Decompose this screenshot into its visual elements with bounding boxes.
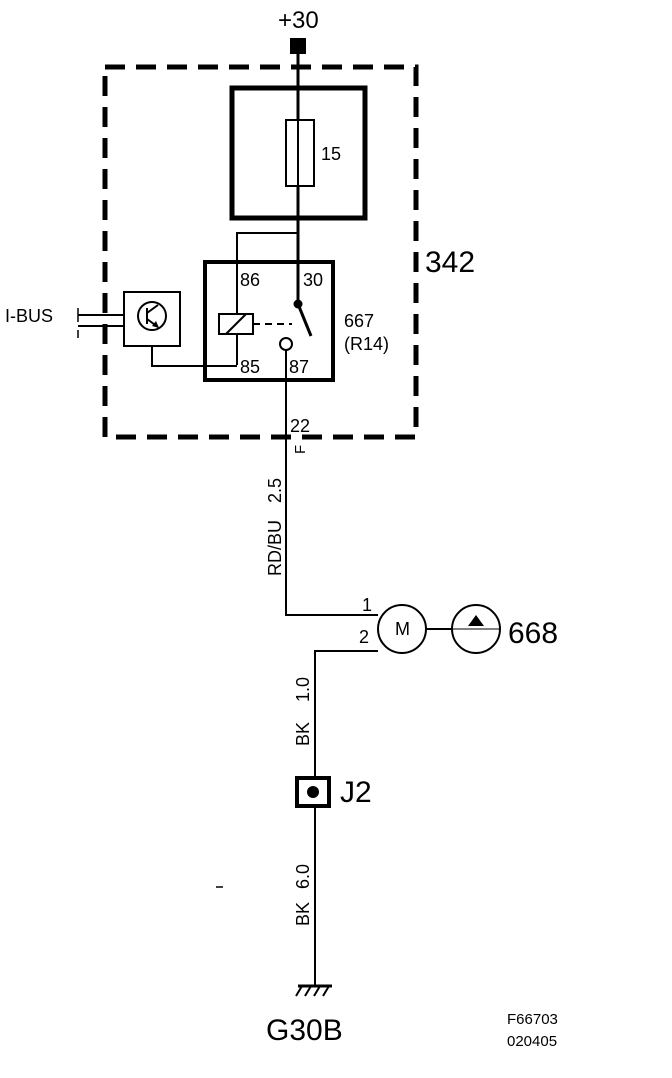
pin86-feed-wire (236, 232, 298, 334)
fuse-icon (285, 119, 315, 187)
wire-mid-size: 1.0 (293, 677, 313, 702)
junction-box (295, 776, 331, 808)
module-to-pin85-wire (151, 346, 237, 367)
figure-id: F66703 (507, 1011, 558, 1028)
junction-label: J2 (340, 776, 372, 809)
relay-box-342 (102, 64, 419, 440)
relay-coil-icon (218, 313, 292, 365)
wire-lower-color: BK (293, 902, 313, 926)
transistor-icon (137, 301, 167, 331)
pump-icon (451, 604, 501, 654)
relay-pin-87: 87 (289, 357, 309, 377)
relay-pin-85: 85 (240, 357, 260, 377)
fuse-holder (229, 85, 368, 221)
junction-dot (307, 786, 319, 798)
return-wire (314, 650, 378, 778)
relay-pin-30: 30 (303, 270, 323, 290)
date-code: 020405 (507, 1033, 557, 1050)
motor-pin-1: 1 (362, 595, 372, 615)
pump-label: 668 (508, 617, 558, 650)
relay-sublabel: (R14) (344, 334, 389, 354)
connector-pin: 22 (290, 416, 310, 436)
bus-label: I-BUS (5, 306, 53, 326)
relay-switch-icon (279, 299, 313, 351)
wire-upper-size: 2.5 (265, 478, 285, 503)
motor-symbol: M (395, 619, 410, 639)
supply-label: +30 (278, 7, 319, 34)
ground-label: G30B (266, 1014, 343, 1047)
ground-icon (295, 984, 332, 997)
relay-667-box (203, 260, 335, 382)
relay-label: 667 (344, 311, 374, 331)
wire-mid-color: BK (293, 722, 313, 746)
relay-pin-86: 86 (240, 270, 260, 290)
fuse-number: 15 (321, 144, 341, 164)
supply-terminal (290, 38, 306, 54)
motor-pin-2: 2 (359, 627, 369, 647)
relay-box-label: 342 (425, 246, 475, 279)
wire-upper-color: RD/BU (265, 520, 285, 576)
output-wire (285, 350, 378, 616)
wire-lower-size: 6.0 (293, 864, 313, 889)
connector-code: F (292, 445, 309, 454)
